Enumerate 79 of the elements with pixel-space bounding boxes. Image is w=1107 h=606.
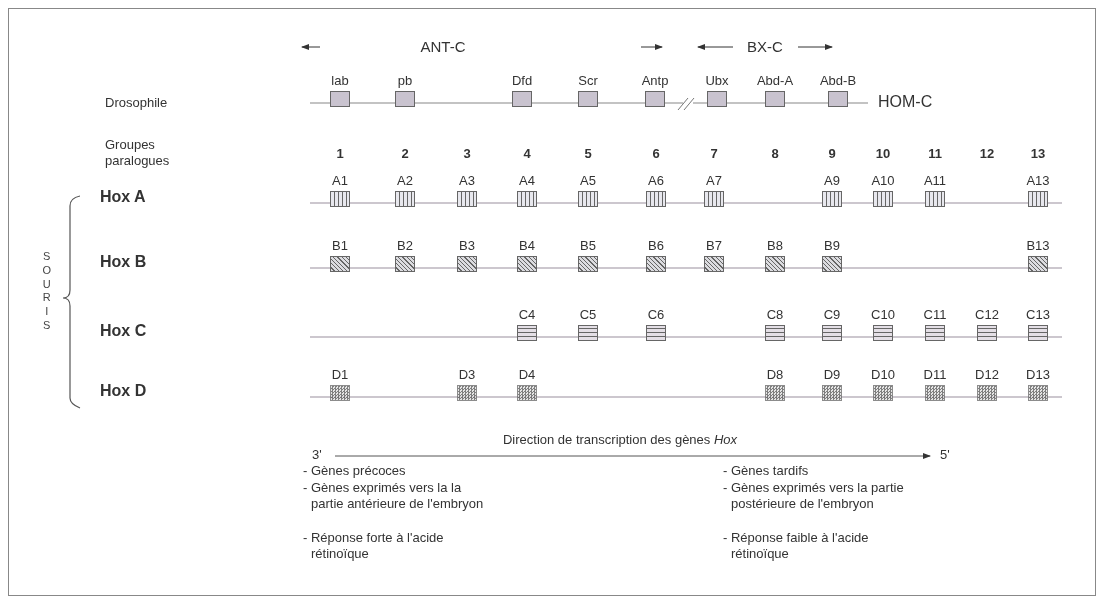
gene-name: D8 xyxy=(766,367,784,382)
gene-name: B2 xyxy=(397,238,413,253)
gene-name: B6 xyxy=(648,238,664,253)
group-number: 6 xyxy=(652,146,660,162)
gene-name: B5 xyxy=(580,238,596,253)
gene-name: A4 xyxy=(519,173,535,188)
gene-name: A1 xyxy=(332,173,348,188)
cluster-label: Hox D xyxy=(100,381,147,401)
species-label: Drosophile xyxy=(105,95,168,111)
strand-end-label: 5' xyxy=(940,447,950,463)
species-label: SOURIS xyxy=(42,250,52,333)
gene-name: C13 xyxy=(1026,307,1050,322)
cluster-label: Hox B xyxy=(100,252,147,272)
gene-name: A7 xyxy=(706,173,722,188)
note-text: - Gènes précoces xyxy=(303,463,407,479)
gene-name: B8 xyxy=(767,238,783,253)
gene-name: Abd-A xyxy=(756,73,794,88)
complex-label: ANT-C xyxy=(420,39,466,55)
group-number: 13 xyxy=(1030,146,1046,162)
note-text: - Gènes exprimés vers la partie postérieure de l'embryon xyxy=(723,480,905,512)
gene-name: C8 xyxy=(766,307,784,322)
gene-name: B7 xyxy=(706,238,722,253)
gene-name: D4 xyxy=(518,367,536,382)
gene-name: pb xyxy=(397,73,413,88)
gene-name: Scr xyxy=(578,73,598,88)
gene-name: Ubx xyxy=(705,73,729,88)
gene-name: A6 xyxy=(648,173,664,188)
gene-name: A5 xyxy=(580,173,596,188)
strand-end-label: 3' xyxy=(312,447,322,463)
gene-name: B13 xyxy=(1026,238,1050,253)
gene-name: A11 xyxy=(923,173,947,188)
gene-name: D1 xyxy=(331,367,349,382)
gene-name: B3 xyxy=(459,238,475,253)
gene-name: B4 xyxy=(519,238,535,253)
group-number: 9 xyxy=(828,146,836,162)
gene-name: C12 xyxy=(975,307,999,322)
gene-name: Abd-B xyxy=(819,73,857,88)
note-text: - Gènes exprimés vers la la partie antérieure de l'embryon xyxy=(303,480,485,512)
gene-name: B9 xyxy=(824,238,840,253)
group-number: 2 xyxy=(401,146,409,162)
gene-name: Dfd xyxy=(511,73,533,88)
group-number: 10 xyxy=(875,146,891,162)
gene-name: B1 xyxy=(332,238,348,253)
gene-name: A13 xyxy=(1026,173,1050,188)
gene-name: C9 xyxy=(823,307,841,322)
note-text: - Gènes tardifs xyxy=(723,463,810,479)
gene-name: D10 xyxy=(871,367,895,382)
gene-name: A3 xyxy=(459,173,475,188)
gene-name: C6 xyxy=(647,307,665,322)
gene-name: D9 xyxy=(823,367,841,382)
group-number: 8 xyxy=(771,146,779,162)
gene-name: lab xyxy=(331,73,349,88)
cluster-label: Hox A xyxy=(100,187,146,207)
gene-name: D11 xyxy=(923,367,947,382)
group-number: 4 xyxy=(523,146,531,162)
cluster-label: Hox C xyxy=(100,321,147,341)
gene-name: A10 xyxy=(871,173,895,188)
group-number: 5 xyxy=(584,146,592,162)
group-number: 11 xyxy=(928,146,942,162)
gene-name: A2 xyxy=(397,173,413,188)
group-number: 12 xyxy=(979,146,995,162)
gene-name: D13 xyxy=(1026,367,1050,382)
gene-name: C11 xyxy=(923,307,947,322)
group-number: 7 xyxy=(710,146,718,162)
gene-name: C10 xyxy=(871,307,895,322)
axis-title: Direction de transcription des gènes Hox xyxy=(502,432,738,448)
gene-name: C5 xyxy=(579,307,597,322)
gene-name: C4 xyxy=(518,307,536,322)
note-text: - Réponse faible à l'acide rétinoïque xyxy=(723,530,870,562)
complex-label: BX-C xyxy=(747,39,783,55)
gene-name: D12 xyxy=(975,367,999,382)
group-number: 3 xyxy=(463,146,471,162)
complex-label: HOM-C xyxy=(878,94,933,110)
gene-name: D3 xyxy=(458,367,476,382)
gene-name: A9 xyxy=(824,173,840,188)
note-text: - Réponse forte à l'acide rétinoïque xyxy=(303,530,445,562)
row-heading: Groupes paralogues xyxy=(105,137,171,169)
gene-name: Antp xyxy=(641,73,669,88)
group-number: 1 xyxy=(336,146,344,162)
